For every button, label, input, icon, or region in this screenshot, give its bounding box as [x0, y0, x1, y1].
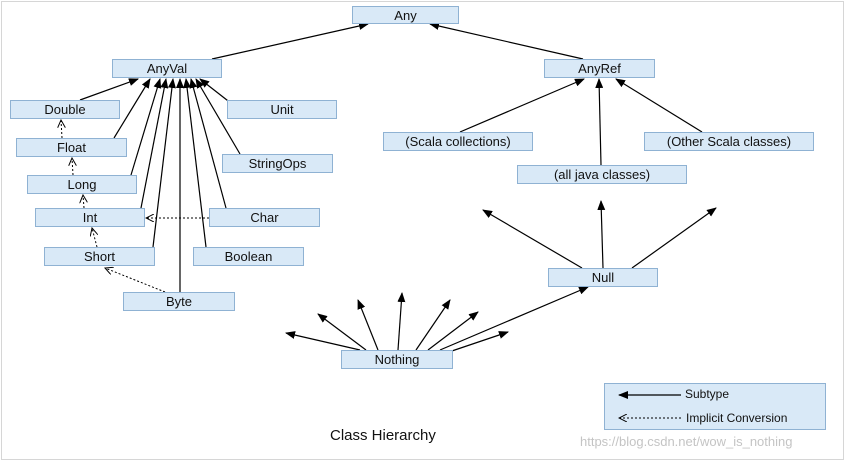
- edge-nothing-null: [439, 286, 589, 351]
- legend-arrows: [618, 391, 681, 431]
- edge-nothing-anyval-1: [285, 331, 361, 351]
- edge-javaclasses-anyref: [595, 78, 604, 166]
- node-short: Short: [44, 247, 155, 266]
- edge-char-anyval: [189, 78, 227, 209]
- edge-stringops-anyval: [195, 78, 241, 155]
- conv-short-int: [92, 228, 97, 248]
- edge-double-anyval: [79, 78, 139, 101]
- edge-long-anyval: [130, 78, 162, 176]
- node-boolean: Boolean: [193, 247, 304, 266]
- edge-nothing-anyval-6: [427, 311, 479, 351]
- node-stringops: StringOps: [222, 154, 333, 173]
- node-char: Char: [209, 208, 320, 227]
- conv-int-long: [83, 195, 84, 209]
- node-scala-collections: (Scala collections): [383, 132, 533, 151]
- node-byte: Byte: [123, 292, 235, 311]
- edge-null-javaclasses: [597, 200, 606, 269]
- conv-long-float: [72, 158, 73, 176]
- node-unit: Unit: [227, 100, 337, 119]
- legend-subtype-label: Subtype: [685, 387, 730, 401]
- node-long: Long: [27, 175, 137, 194]
- edge-scalacoll-anyref: [459, 78, 585, 133]
- node-null: Null: [548, 268, 658, 287]
- node-all-java-classes: (all java classes): [517, 165, 687, 184]
- edge-anyref-any: [429, 22, 584, 60]
- edge-null-otherscala: [631, 207, 717, 269]
- edge-int-anyval: [140, 78, 169, 209]
- edge-nothing-anyval-5: [415, 299, 451, 351]
- edge-short-anyval: [152, 78, 176, 248]
- node-anyref: AnyRef: [544, 59, 655, 78]
- edge-anyval-any: [211, 22, 369, 60]
- node-other-scala-classes: (Other Scala classes): [644, 132, 814, 151]
- node-nothing: Nothing: [341, 350, 453, 369]
- legend: Subtype Implicit Conversion: [604, 383, 826, 430]
- node-anyval: AnyVal: [112, 59, 222, 78]
- legend-implicit-label: Implicit Conversion: [686, 411, 788, 425]
- node-float: Float: [16, 138, 127, 157]
- edge-boolean-anyval: [183, 78, 207, 248]
- edge-nothing-anyval-2: [317, 313, 367, 351]
- node-int: Int: [35, 208, 145, 227]
- diagram-caption: Class Hierarchy: [330, 427, 436, 444]
- edge-nothing-anyval-4: [397, 292, 406, 351]
- conv-float-double: [61, 120, 62, 139]
- conv-byte-short: [105, 268, 166, 293]
- node-double: Double: [10, 100, 120, 119]
- node-any: Any: [352, 6, 459, 24]
- watermark: https://blog.csdn.net/wow_is_nothing: [580, 434, 793, 449]
- edge-unit-anyval: [199, 78, 233, 105]
- edge-nothing-anyval-3: [357, 299, 379, 351]
- edge-null-scalacoll: [482, 209, 583, 269]
- edge-otherscala-anyref: [615, 78, 703, 133]
- edge-float-anyval: [113, 78, 151, 139]
